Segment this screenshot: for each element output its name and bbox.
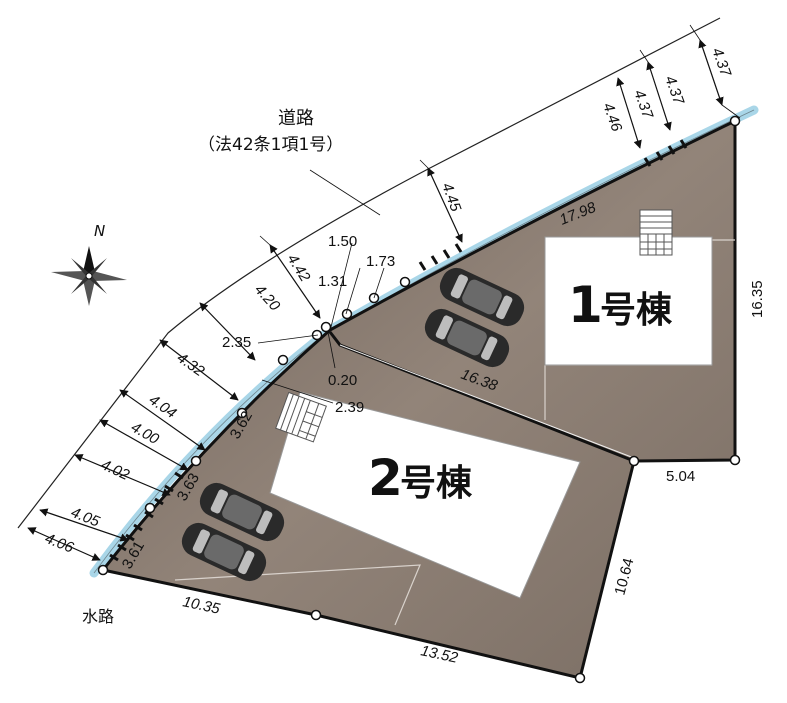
building-2-label-suffix: 号棟 (400, 463, 473, 504)
frontage-label: 1.73 (366, 253, 395, 270)
car-icon (439, 267, 525, 327)
road-width-label: 4.00 (128, 419, 162, 449)
car-icon (424, 308, 510, 368)
north-compass-icon (51, 246, 127, 306)
boundary-markers (97, 115, 741, 684)
building-2-footprint (269, 391, 581, 599)
frontage-label: 1.31 (318, 273, 347, 290)
building-1-label-num: 1 (568, 276, 603, 334)
road-width-label: 4.02 (98, 456, 132, 484)
road-width-label: 4.37 (661, 74, 687, 108)
road-width-label: 4.06 (43, 530, 77, 557)
building-2-label-num: 2 (368, 449, 403, 507)
building-1-footprint (544, 236, 713, 366)
car-icon (199, 482, 285, 542)
lot-area (100, 118, 737, 680)
north-label: N (94, 222, 105, 240)
frontage-label: 2.35 (222, 334, 251, 351)
building-1-stair-icon (639, 209, 673, 256)
boundary-southeast-label: 10.64 (611, 556, 637, 597)
road-width-label: 4.42 (284, 251, 314, 285)
road-legal-class: （法42条1項1号） (198, 135, 343, 155)
building-2-stair-icon (275, 391, 327, 443)
frontage-label: 2.39 (335, 399, 364, 416)
road-width-label: 4.37 (630, 88, 656, 122)
road-name: 道路 (278, 108, 314, 129)
road-width-label: 4.46 (599, 101, 625, 135)
waterway-label: 水路 (82, 607, 114, 626)
boundary-southwest-label: 10.35 (181, 593, 222, 618)
frontage-label: 1.50 (328, 233, 357, 250)
road-width-label: 4.20 (251, 281, 284, 315)
boundary-step-label: 5.04 (666, 468, 695, 485)
building-1-label-suffix: 号棟 (600, 290, 673, 331)
road-width-arrows (27, 39, 724, 561)
road-width-label: 4.05 (69, 504, 103, 531)
road-width-label: 4.04 (146, 391, 180, 422)
car-icon (181, 522, 267, 582)
frontage-label: 0.20 (328, 372, 357, 389)
boundary-east-label: 16.35 (749, 280, 766, 318)
